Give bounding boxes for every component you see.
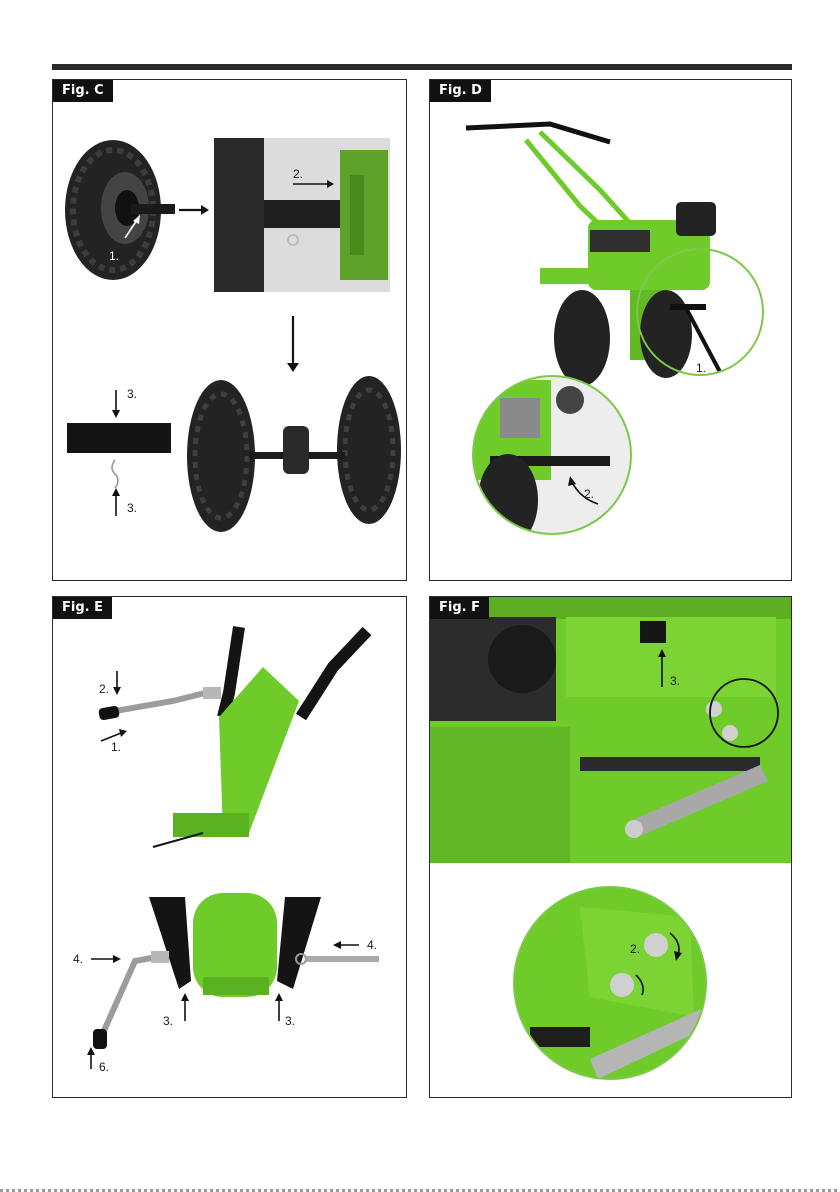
handle-mount-lower-image (93, 893, 379, 1049)
assembled-wheel-pair (187, 376, 401, 532)
fig-e-step-3-left-label: 3. (163, 1014, 173, 1028)
fig-e-step-1-label: 1. (111, 740, 121, 754)
fig-e-step-2-label: 2. (99, 682, 109, 696)
handle-mount-upper-image (98, 627, 367, 847)
figure-f-title: Fig. F (430, 597, 489, 619)
figure-c-illustration: 2. 1. 3. 3. (53, 80, 407, 581)
stand-detail-inset (473, 376, 633, 546)
figure-f-illustration: 3. 2. (430, 597, 792, 1098)
fig-d-step-1-label: 1. (696, 361, 706, 375)
axle-hub-photo (214, 138, 390, 292)
bracket-closeup-photo (430, 597, 792, 863)
fig-e-step-4-left-label: 4. (73, 952, 83, 966)
fig-c-step-3-top-label: 3. (127, 387, 137, 401)
bracket-detail-inset (514, 887, 716, 1081)
fig-d-step-2-label: 2. (584, 487, 594, 501)
axle-pin-detail (67, 423, 171, 488)
figure-c-panel: Fig. C 2. 1. (52, 79, 407, 581)
fig-e-step-3-right-label: 3. (285, 1014, 295, 1028)
fig-c-step-3-bottom-label: 3. (127, 501, 137, 515)
fig-e-step-4-right-label: 4. (367, 938, 377, 952)
fig-c-step-2-label: 2. (293, 167, 303, 181)
figure-e-title: Fig. E (53, 597, 112, 619)
fig-f-step-3-label: 3. (670, 674, 680, 688)
header-rule (52, 64, 792, 70)
tiller-machine-image (466, 124, 720, 386)
figure-d-title: Fig. D (430, 80, 491, 102)
fig-e-step-6-label: 6. (99, 1060, 109, 1074)
figure-f-panel: Fig. F 3. (429, 596, 792, 1098)
fig-f-step-2-label: 2. (630, 942, 640, 956)
wheel-with-rim-image (65, 140, 175, 280)
figure-c-title: Fig. C (53, 80, 113, 102)
figure-e-panel: Fig. E 2. 1. (52, 596, 407, 1098)
figure-d-panel: Fig. D 1. (429, 79, 792, 581)
fig-c-step-1-label: 1. (109, 249, 119, 263)
figure-e-illustration: 2. 1. 4. 4. 3. 3. 6. (53, 597, 407, 1098)
figure-d-illustration: 1. 2. (430, 80, 792, 581)
